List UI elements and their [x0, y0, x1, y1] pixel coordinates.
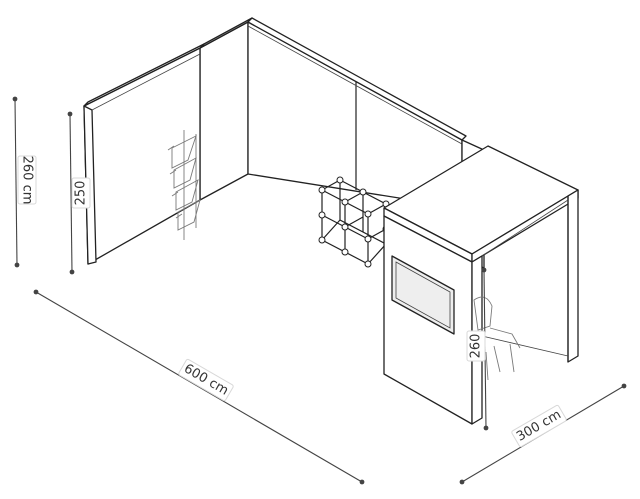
dimension-label-height-outer: 260 cm [20, 156, 35, 205]
dimension-height-wall: 250 [67, 111, 91, 275]
storage-tower [383, 139, 579, 425]
dimension-height-tower: 260 [466, 267, 489, 431]
dimension-length: 600 cm [33, 289, 365, 485]
brochure-rack [167, 130, 201, 240]
back-wall-left [199, 17, 253, 201]
left-side-wall [83, 43, 205, 265]
dimension-label-height-tower: 260 [469, 334, 484, 359]
dimension-depth: 300 cm [459, 383, 627, 485]
back-wall-rear [247, 17, 467, 209]
dimension-label-height-wall: 250 [74, 181, 89, 206]
dimension-height-outer: 260 cm [12, 96, 37, 268]
